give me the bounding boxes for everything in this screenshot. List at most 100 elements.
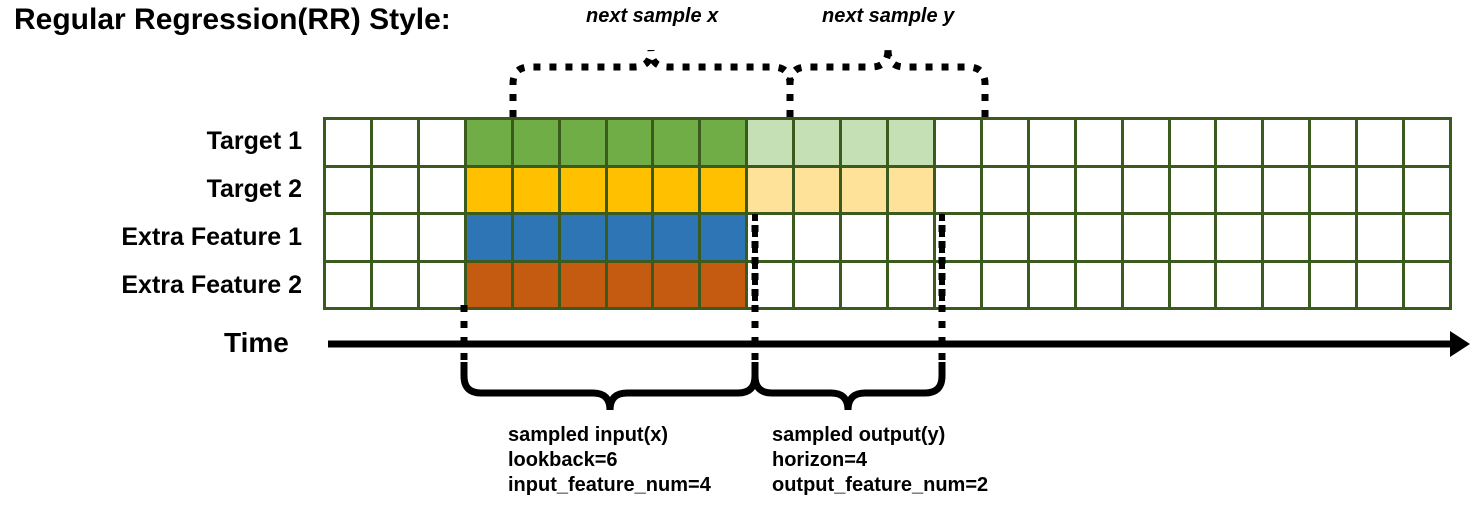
grid-cell-target-2-t6 — [607, 167, 652, 212]
grid-cell-extra-feature-1-t6 — [607, 215, 652, 260]
grid-cell-extra-feature-1-t0 — [326, 215, 370, 260]
grid-cell-target-2-t4 — [513, 167, 558, 212]
caption-sampled-output: sampled output(y) horizon=4 output_featu… — [772, 423, 988, 498]
grid-cell-target-2-t22 — [1358, 167, 1403, 212]
grid-cell-target-2-t17 — [1123, 167, 1168, 212]
grid-cell-extra-feature-1-t4 — [513, 215, 558, 260]
row-label-text: Target 2 — [206, 174, 302, 203]
grid-cell-extra-feature-1-t7 — [654, 215, 699, 260]
grid-cell-extra-feature-2-t5 — [560, 262, 605, 307]
grid-cell-extra-feature-1-t15 — [1029, 215, 1074, 260]
grid-cell-extra-feature-2-t14 — [982, 262, 1027, 307]
grid-cell-extra-feature-1-t1 — [372, 215, 417, 260]
brace-next-sample-y — [786, 49, 989, 117]
grid-cell-extra-feature-2-t8 — [701, 262, 746, 307]
grid-cell-extra-feature-1-t10 — [795, 215, 840, 260]
grid-cell-target-1-t5 — [560, 120, 605, 165]
caption-input-line3: input_feature_num=4 — [508, 474, 711, 496]
time-axis-label: Time — [224, 327, 289, 358]
grid-cell-target-1-t23 — [1405, 120, 1449, 165]
row-label-extra-feature-1: Extra Feature 1 — [0, 213, 310, 261]
grid-cell-extra-feature-1-t17 — [1123, 215, 1168, 260]
grid-cell-target-2-t10 — [795, 167, 840, 212]
caption-sampled-input: sampled input(x) lookback=6 input_featur… — [508, 423, 711, 498]
grid-cell-extra-feature-2-t11 — [842, 262, 886, 307]
grid-cell-target-2-t5 — [560, 167, 605, 212]
grid-cell-extra-feature-2-t20 — [1264, 262, 1309, 307]
row-label-text: Target 1 — [206, 126, 302, 155]
brace-sampled-output — [751, 362, 946, 411]
grid-cell-extra-feature-1-t3 — [466, 215, 511, 260]
grid-cell-target-2-t3 — [466, 167, 511, 212]
grid-cell-target-1-t18 — [1170, 120, 1215, 165]
grid-cell-target-1-t14 — [982, 120, 1027, 165]
grid-cell-target-1-t9 — [748, 120, 793, 165]
grid-cell-target-1-t16 — [1076, 120, 1121, 165]
grid-cell-target-1-t17 — [1123, 120, 1168, 165]
row-label-column: Target 1 Target 2 Extra Feature 1 Extra … — [0, 117, 310, 310]
grid-cell-extra-feature-1-t20 — [1264, 215, 1309, 260]
grid-cell-target-2-t1 — [372, 167, 417, 212]
grid-cell-target-2-t20 — [1264, 167, 1309, 212]
grid-cell-extra-feature-1-t23 — [1405, 215, 1449, 260]
grid-cell-target-1-t12 — [889, 120, 933, 165]
brace-next-sample-x — [509, 49, 794, 117]
grid-cell-extra-feature-2-t17 — [1123, 262, 1168, 307]
grid-cell-extra-feature-1-t12 — [889, 215, 933, 260]
grid-cell-target-1-t8 — [701, 120, 746, 165]
row-label-text: Extra Feature 2 — [121, 271, 302, 300]
grid-cell-target-2-t2 — [419, 167, 464, 212]
grid-cell-extra-feature-1-t8 — [701, 215, 746, 260]
grid-cell-target-1-t10 — [795, 120, 840, 165]
caption-input-line2: lookback=6 — [508, 449, 618, 471]
grid-cell-extra-feature-2-t9 — [748, 262, 793, 307]
grid-cell-target-1-t1 — [372, 120, 417, 165]
grid-cell-extra-feature-1-t22 — [1358, 215, 1403, 260]
grid-cell-extra-feature-2-t7 — [654, 262, 699, 307]
grid-cell-extra-feature-2-t13 — [935, 262, 980, 307]
grid-cell-target-1-t15 — [1029, 120, 1074, 165]
grid-cell-target-2-t9 — [748, 167, 793, 212]
grid-cell-target-1-t7 — [654, 120, 699, 165]
grid-cell-target-2-t23 — [1405, 167, 1449, 212]
annotation-next-sample-x: next sample x — [586, 5, 719, 27]
grid-cell-extra-feature-1-t11 — [842, 215, 886, 260]
grid-cell-extra-feature-2-t16 — [1076, 262, 1121, 307]
grid-cell-target-2-t13 — [935, 167, 980, 212]
grid-cell-extra-feature-2-t18 — [1170, 262, 1215, 307]
grid-cell-extra-feature-2-t15 — [1029, 262, 1074, 307]
grid-cell-extra-feature-2-t4 — [513, 262, 558, 307]
grid-cell-extra-feature-2-t1 — [372, 262, 417, 307]
grid-cell-target-1-t3 — [466, 120, 511, 165]
grid-cell-extra-feature-2-t12 — [889, 262, 933, 307]
grid-cell-extra-feature-1-t16 — [1076, 215, 1121, 260]
grid-cell-extra-feature-1-t5 — [560, 215, 605, 260]
row-label-extra-feature-2: Extra Feature 2 — [0, 262, 310, 310]
grid-cell-extra-feature-2-t22 — [1358, 262, 1403, 307]
grid-cell-target-2-t7 — [654, 167, 699, 212]
grid-cell-extra-feature-1-t13 — [935, 215, 980, 260]
grid-cell-target-1-t22 — [1358, 120, 1403, 165]
grid-cell-extra-feature-2-t23 — [1405, 262, 1449, 307]
caption-output-line3: output_feature_num=2 — [772, 474, 989, 496]
time-axis-arrow — [328, 331, 1470, 357]
grid-cell-target-1-t21 — [1311, 120, 1356, 165]
grid-cell-extra-feature-1-t14 — [982, 215, 1027, 260]
grid-cell-extra-feature-2-t21 — [1311, 262, 1356, 307]
grid-cell-target-2-t8 — [701, 167, 746, 212]
grid-cell-target-2-t21 — [1311, 167, 1356, 212]
grid-cell-extra-feature-2-t19 — [1217, 262, 1262, 307]
grid-cell-target-2-t19 — [1217, 167, 1262, 212]
row-label-target-1: Target 1 — [0, 117, 310, 165]
page-title: Regular Regression(RR) Style: — [14, 3, 451, 36]
grid-cell-target-1-t19 — [1217, 120, 1262, 165]
grid-cell-extra-feature-1-t9 — [748, 215, 793, 260]
grid-cell-target-1-t0 — [326, 120, 370, 165]
row-label-target-2: Target 2 — [0, 165, 310, 213]
grid-cell-target-1-t4 — [513, 120, 558, 165]
grid-cell-extra-feature-1-t18 — [1170, 215, 1215, 260]
grid-cell-extra-feature-2-t0 — [326, 262, 370, 307]
grid-cell-target-1-t13 — [935, 120, 980, 165]
grid-cell-target-2-t16 — [1076, 167, 1121, 212]
caption-output-line1: sampled output(y) — [772, 424, 946, 446]
